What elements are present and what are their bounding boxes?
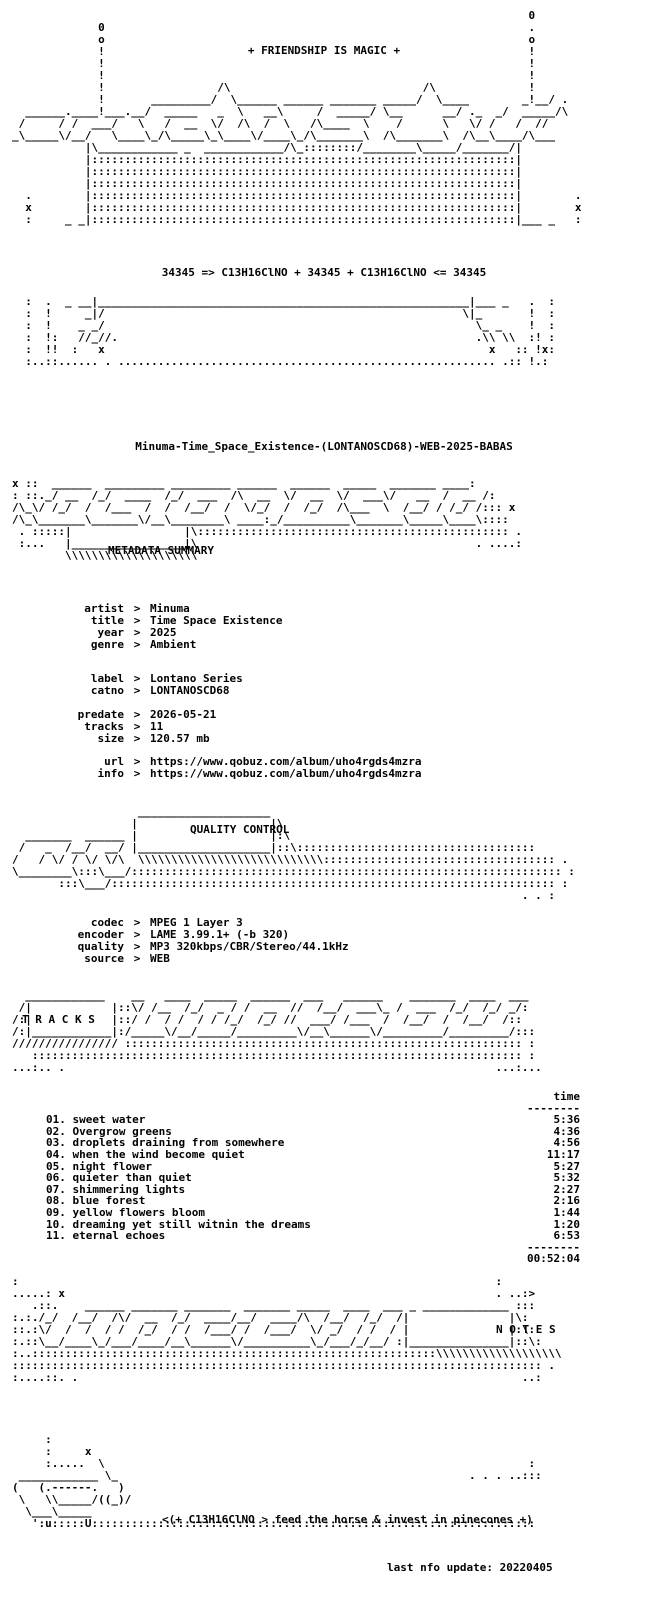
time-column-header: time	[553, 1090, 581, 1103]
tracklist-header: time	[46, 1090, 581, 1103]
info-link[interactable]: https://www.qobuz.com/album/uho4rgds4mzr…	[150, 767, 422, 780]
footer-ascii-art: : : x :..... \ : ____________ \_ . . . .…	[12, 1433, 542, 1530]
meta-row-predate: predate>2026-05-21	[77, 708, 217, 721]
header-ascii-art: 0 0 . o o !	[12, 9, 582, 226]
quality-row-quality: quality>MP3 320kbps/CBR/Stereo/44.1kHz	[77, 940, 349, 953]
header-tagline: + FRIENDSHIP IS MAGIC +	[247, 44, 401, 57]
metadata-section-title: METADATA SUMMARY	[108, 544, 214, 557]
meta-row-size: size>120.57 mb	[97, 732, 210, 745]
tracks-section-title: T R A C K S	[22, 1013, 95, 1026]
meta-row-label: label>Lontano Series	[90, 672, 243, 685]
meta-row-catno: catno>LONTANOSCD68	[90, 684, 230, 697]
meta-row-artist: artist>Minuma	[84, 602, 190, 615]
track-row: 10. dreaming yet still witnin the dreams…	[46, 1217, 580, 1231]
meta-row-info[interactable]: info>https://www.qobuz.com/album/uho4rgd…	[97, 767, 422, 780]
meta-row-year: year>2025	[97, 626, 177, 639]
quality-banner-art: ____________________ | |\ _______ ______…	[12, 805, 575, 902]
tracklist-rule: --------	[527, 1101, 580, 1115]
footer-motto: <(+ C13H16ClNO > feed the horse & invest…	[162, 1513, 533, 1526]
meta-row-tracks: tracks>11	[84, 720, 164, 733]
meta-row-genre: genre>Ambient	[90, 638, 197, 651]
total-time: 00:52:04	[527, 1252, 580, 1266]
metadata-banner-art: x :: ______ _________ _________ ______ _…	[12, 477, 522, 562]
quality-row-encoder: encoder>LAME 3.99.1+ (-b 320)	[77, 928, 290, 941]
last-update: last nfo update: 20220405	[387, 1561, 553, 1574]
meta-row-title: title>Time Space Existence	[90, 614, 283, 627]
url-link[interactable]: https://www.qobuz.com/album/uho4rgds4mzr…	[150, 755, 422, 768]
quality-section-title: QUALITY CONTROL	[190, 823, 290, 836]
notes-banner-art: : : .....: x . ..:> .::. ______ _______ …	[12, 1275, 562, 1384]
notes-section-title: N O T E S	[496, 1323, 556, 1336]
quality-row-source: source>WEB	[84, 952, 170, 965]
meta-row-url[interactable]: url>https://www.qobuz.com/album/uho4rgds…	[104, 755, 422, 768]
header-lower-art: : . _ __|_______________________________…	[25, 295, 556, 368]
release-name: Minuma-Time_Space_Existence-(LONTANOSCD6…	[135, 440, 513, 453]
tracklist-rule-bottom: --------	[527, 1240, 580, 1254]
quality-row-codec: codec>MPEG 1 Layer 3	[90, 916, 243, 929]
tracks-banner-art: ____________ __ ____ _____ ______ ___ __…	[12, 989, 542, 1074]
header-formula: 34345 => C13H16ClNO + 34345 + C13H16ClNO…	[161, 266, 487, 279]
